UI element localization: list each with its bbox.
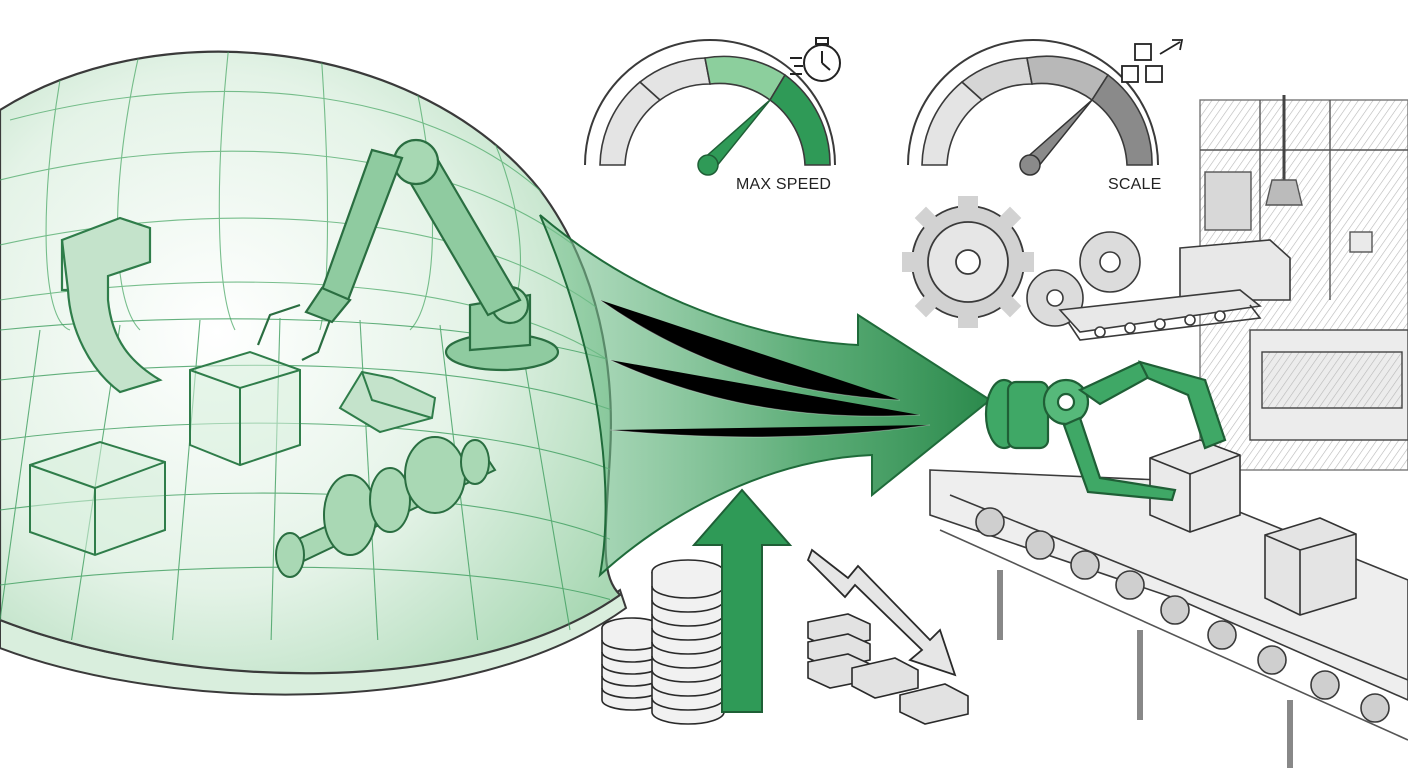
- robot-arm-icon: [256, 138, 560, 372]
- gear-shaft-icon: [275, 436, 497, 578]
- max-speed-label: MAX SPEED: [736, 176, 832, 193]
- stopwatch-icon: [790, 37, 841, 82]
- down-arrow-icon: [806, 548, 957, 677]
- scale-label: SCALE: [1108, 176, 1162, 193]
- cube-icon: [1264, 517, 1357, 616]
- scale-gauge: [907, 39, 1184, 176]
- conveyor-belt-icon: [1058, 239, 1291, 341]
- transfer-arrow: [539, 214, 992, 578]
- simulation-dome: [0, 50, 628, 696]
- curved-part-icon: [60, 216, 163, 394]
- gear-icon: [902, 196, 1034, 328]
- block-stack-icon: [807, 613, 969, 725]
- cube-icon: [1149, 439, 1241, 533]
- money-stack-icon: [601, 559, 725, 725]
- cube-icon: [29, 440, 166, 557]
- cubes-icon: [1121, 39, 1184, 83]
- gear-icon: [1079, 231, 1141, 293]
- max-speed-gauge: [584, 37, 841, 176]
- up-arrow-icon: [691, 488, 793, 713]
- conveyor-belt-icon: [929, 469, 1408, 768]
- cube-icon: [189, 350, 301, 467]
- gripper-icon: [984, 360, 1227, 502]
- block-part-icon: [338, 370, 437, 434]
